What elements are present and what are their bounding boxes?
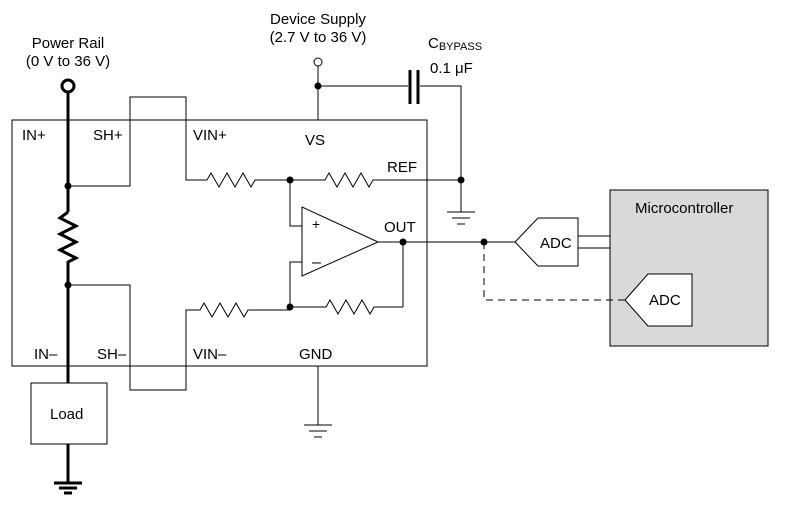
resistor-ref xyxy=(290,171,461,189)
wire-sh-minus-to-vin-minus xyxy=(68,284,200,391)
pin-label-in-plus: IN+ xyxy=(22,127,46,144)
capacitor-value: 0.1 μF xyxy=(430,60,473,77)
op-amp-plus-sign: + xyxy=(312,216,320,232)
resistor-vin-minus xyxy=(199,301,290,319)
capacitor-name-subscript: BYPASS xyxy=(439,41,482,53)
wire-noninverting-input xyxy=(289,180,302,227)
op-amp-minus-sign: – xyxy=(312,254,321,271)
resistor-feedback xyxy=(290,298,403,316)
power-rail-label: Power Rail xyxy=(32,35,105,52)
internal-adc-label: ADC xyxy=(649,292,681,309)
device-supply-range: (2.7 V to 36 V) xyxy=(270,29,367,46)
load-ground-symbol xyxy=(54,444,82,495)
load-label: Load xyxy=(50,406,83,423)
microcontroller-label: Microcontroller xyxy=(635,200,733,217)
gnd-pin-ground-symbol xyxy=(304,366,332,438)
ic-package xyxy=(11,119,428,367)
capacitor-name: CBYPASS xyxy=(428,35,482,53)
shunt-resistor xyxy=(56,210,80,383)
pin-label-vin-minus: VIN– xyxy=(193,346,227,363)
capacitor-name-main: C xyxy=(428,35,439,52)
power-rail-terminal xyxy=(60,78,76,94)
pin-label-vs: VS xyxy=(305,132,325,149)
power-rail-range: (0 V to 36 V) xyxy=(26,53,110,70)
device-supply-terminal xyxy=(313,57,323,67)
load-block xyxy=(30,382,108,445)
adc-bus-to-microcontroller xyxy=(578,235,610,249)
wire-inverting-input xyxy=(289,261,302,307)
internal-adc-block xyxy=(624,273,693,327)
resistor-vin-plus xyxy=(206,171,290,189)
wire-cap-right-to-ground xyxy=(420,85,462,212)
device-supply-label: Device Supply xyxy=(270,11,366,28)
pin-label-sh-minus: SH– xyxy=(97,346,127,363)
external-adc-block xyxy=(514,217,579,267)
pin-label-out: OUT xyxy=(384,219,416,236)
pin-label-gnd: GND xyxy=(299,346,333,363)
wire-sh-plus-to-vin-plus xyxy=(68,96,207,187)
external-adc-label: ADC xyxy=(540,235,572,252)
pin-label-vin-plus: VIN+ xyxy=(193,127,227,144)
pin-label-sh-plus: SH+ xyxy=(93,127,123,144)
op-amp-symbol xyxy=(301,206,380,277)
cap-ground-symbol xyxy=(447,211,475,225)
pin-label-in-minus: IN– xyxy=(34,346,58,363)
pin-label-ref: REF xyxy=(387,159,417,176)
junction-out-pin xyxy=(399,238,407,246)
